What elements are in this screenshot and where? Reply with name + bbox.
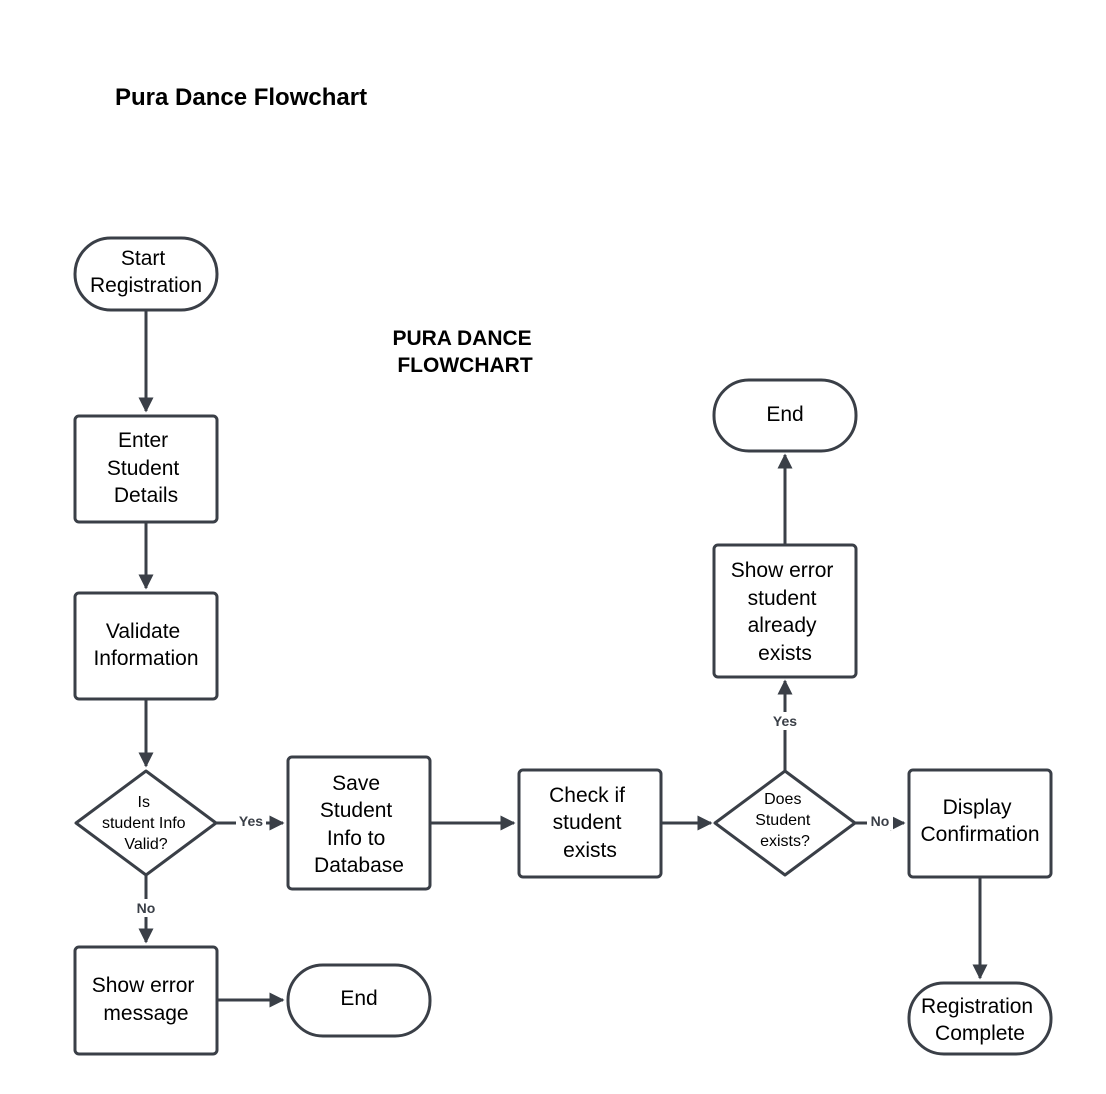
svg-text:Is student Info Va: Is student Info Valid? xyxy=(102,794,190,853)
svg-text:End: End xyxy=(340,987,377,1010)
svg-text:Save Student Info: Save Student Info to Database xyxy=(314,772,404,877)
diagram-heading-line-1: PURA DANCE xyxy=(392,327,531,350)
svg-text:Does Student exist: Does Student exists? xyxy=(755,791,815,850)
node-validate-information: Validate Information xyxy=(73,591,219,701)
node-end-top: End xyxy=(712,378,858,453)
svg-text:Enter Student Deta: Enter Student Details xyxy=(107,429,185,507)
diagram-heading: PURA DANCE FLOWCHART xyxy=(392,327,537,377)
svg-text:Start Registration: Start Registration xyxy=(90,247,202,297)
page-title: Pura Dance Flowchart xyxy=(115,84,367,111)
node-end-bottom: End xyxy=(286,963,432,1038)
svg-text:Show error message: Show error message xyxy=(92,974,201,1025)
diagram-heading-line-2: FLOWCHART xyxy=(397,354,532,377)
decision-student-exists: Does Student exists? xyxy=(713,769,857,877)
node-registration-complete: Registration Complete xyxy=(907,981,1053,1056)
node-show-error-already-exists: Show error student already exists xyxy=(712,543,858,679)
node-check-student-exists: Check if student exists xyxy=(517,768,663,879)
svg-text:Check if student e: Check if student exists xyxy=(549,784,631,862)
decision-student-info-valid: Is student Info Valid? xyxy=(74,769,218,877)
edge-label-exists-no: No xyxy=(871,813,890,829)
svg-text:Registration Complete: Registration Complete xyxy=(921,995,1039,1045)
edge-label-valid-no: No xyxy=(137,900,156,916)
svg-text:Show error student: Show error student already exists xyxy=(731,559,840,665)
edge-label-valid-yes: Yes xyxy=(239,813,263,829)
svg-text:Validate Information: Validate Information xyxy=(93,620,198,670)
svg-text:Display Confirmation: Display Confirmation xyxy=(920,796,1039,846)
edge-label-exists-yes: Yes xyxy=(773,713,797,729)
svg-text:End: End xyxy=(766,403,803,426)
node-start-registration: Start Registration xyxy=(73,236,219,312)
node-enter-student-details: Enter Student Details xyxy=(73,414,219,524)
node-display-confirmation: Display Confirmation xyxy=(907,768,1053,879)
node-save-student-info: Save Student Info to Database xyxy=(286,755,432,891)
node-show-error-message: Show error message xyxy=(73,945,219,1056)
